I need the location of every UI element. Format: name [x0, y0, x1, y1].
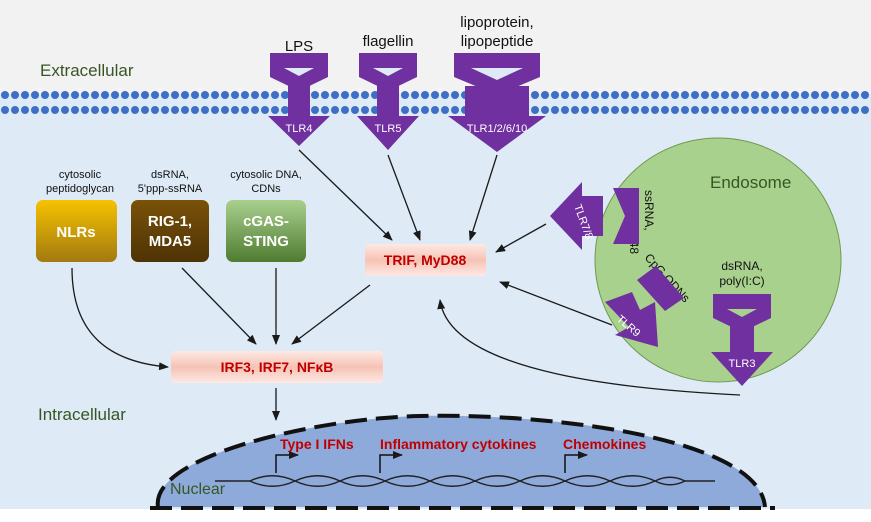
ligand-cytosolic-dna-line1: cytosolic DNA, [230, 169, 302, 181]
nuclear-label: Nuclear [170, 481, 226, 498]
trif-myd88-box [365, 244, 486, 276]
extracellular-label: Extracellular [40, 61, 134, 80]
arrow-nlrs-to-irf [71, 267, 169, 371]
output-chemokines: Chemokines [563, 436, 646, 452]
tlr4-receptor: TLR4 [268, 53, 330, 146]
tlr1-2-6-10-label: TLR1/2/6/10 [467, 123, 528, 135]
trif-myd88-label: TRIF, MyD88 [384, 252, 467, 268]
ligand-lps: LPS [285, 38, 313, 55]
cgas-sting-box [226, 200, 306, 262]
ligand-peptidoglycan-line2: peptidoglycan [46, 183, 114, 195]
arrow-trif-to-irf [291, 284, 371, 345]
cgas-label-line2: STING [243, 233, 289, 250]
plasma-membrane [0, 90, 871, 120]
arrow-tlr3-to-trif [437, 299, 741, 396]
tlr5-receptor: TLR5 [357, 53, 419, 150]
dna-helix [215, 475, 715, 487]
arrow-tlr5-to-trif [387, 154, 421, 241]
nlrs-label: NLRs [56, 224, 95, 241]
tlr4-label: TLR4 [286, 123, 313, 135]
nucleus [157, 415, 766, 507]
promoter-arrow-ifn [275, 451, 299, 473]
tlr3-receptor: TLR3 [711, 294, 773, 386]
tlr7-8-receptor: TLR7/8 [550, 182, 639, 250]
tlr3-label: TLR3 [729, 358, 756, 370]
promoter-arrow-cytokines [379, 451, 403, 473]
tlr1-2-6-10-receptor: TLR1/2/6/10 [448, 53, 546, 152]
bottom-margin [0, 509, 871, 522]
intracellular-label: Intracellular [38, 405, 126, 424]
ligand-ssrna-line1: ssRNA, [642, 190, 656, 231]
endosome [594, 137, 842, 383]
arrow-tlr4-to-trif [298, 149, 393, 241]
ligand-lipoprotein-line2: lipopeptide [461, 33, 534, 50]
nlrs-box [36, 200, 117, 262]
cgas-label-line1: cGAS- [243, 213, 289, 230]
irf-nfkb-label: IRF3, IRF7, NFκB [221, 359, 334, 375]
rig1-mda5-box [131, 200, 209, 262]
arrow-tlr9-to-trif [499, 281, 613, 326]
ligand-dsrna-5ppp-line1: dsRNA, [151, 169, 189, 181]
tlr5-label: TLR5 [375, 123, 402, 135]
extracellular-space [0, 0, 871, 94]
ligand-lipoprotein-line1: lipoprotein, [460, 14, 533, 31]
promoter-arrow-chemokines [564, 451, 588, 473]
endosome-label: Endosome [710, 173, 791, 192]
rig1-label-line2: MDA5 [149, 233, 192, 250]
nuclear-envelope [155, 413, 767, 508]
rig1-label-line1: RIG-1, [148, 213, 192, 230]
irf-nfkb-box [171, 351, 383, 383]
signaling-arrows [71, 149, 741, 421]
output-inflammatory-cytokines: Inflammatory cytokines [380, 436, 537, 452]
ligand-peptidoglycan-line1: cytosolic [59, 169, 102, 181]
ligand-flagellin: flagellin [363, 33, 414, 50]
ligand-dsrna-line1: dsRNA, [721, 259, 762, 273]
arrow-tlr78-to-trif [495, 223, 547, 253]
output-type1-ifns: Type I IFNs [280, 436, 354, 452]
arrow-rig1-to-irf [181, 267, 257, 345]
ligand-dsrna-5ppp-line2: 5'ppp-ssRNA [138, 183, 203, 195]
ligand-cytosolic-dna-line2: CDNs [251, 183, 281, 195]
ligand-dsrna-line2: poly(I:C) [719, 274, 764, 288]
arrow-tlr1-to-trif [468, 154, 498, 241]
